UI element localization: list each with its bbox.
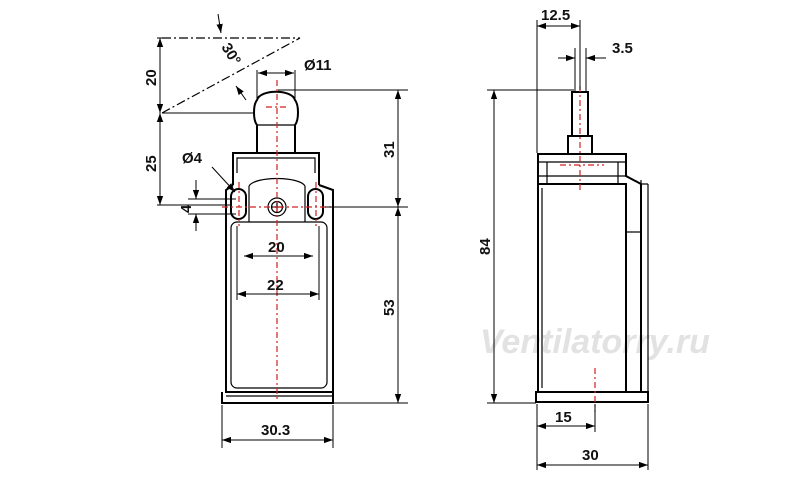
dim-53: 53 (381, 299, 398, 316)
dim-25: 25 (143, 155, 160, 172)
dim-dia-11: Ø11 (304, 57, 332, 74)
dim-3-5: 3.5 (612, 40, 633, 57)
front-view: 30° 20 25 Ø4 4 Ø11 31 53 20 (143, 13, 408, 448)
body-base (221, 392, 334, 404)
dim-20-vertical: 20 (143, 69, 160, 86)
dim-30deg: 30° (218, 40, 244, 68)
dim-20-horizontal: 20 (268, 239, 285, 256)
dim-4: 4 (178, 204, 195, 213)
dim-dia-4: Ø4 (182, 150, 203, 167)
side-base (535, 391, 649, 403)
dim-31: 31 (381, 141, 398, 158)
dim-30: 30 (582, 447, 599, 464)
dim-30-3: 30.3 (261, 422, 290, 439)
side-view: 12.5 3.5 84 15 30 (477, 7, 649, 470)
dim-15: 15 (555, 409, 572, 426)
body-inner-frame (230, 221, 328, 389)
top-cap (232, 152, 320, 185)
watermark: Ventilatorry.ru (480, 323, 710, 361)
dim-12-5: 12.5 (541, 7, 570, 24)
plunger-head (253, 90, 299, 153)
dim-84: 84 (477, 238, 494, 255)
dim-22: 22 (267, 277, 284, 294)
